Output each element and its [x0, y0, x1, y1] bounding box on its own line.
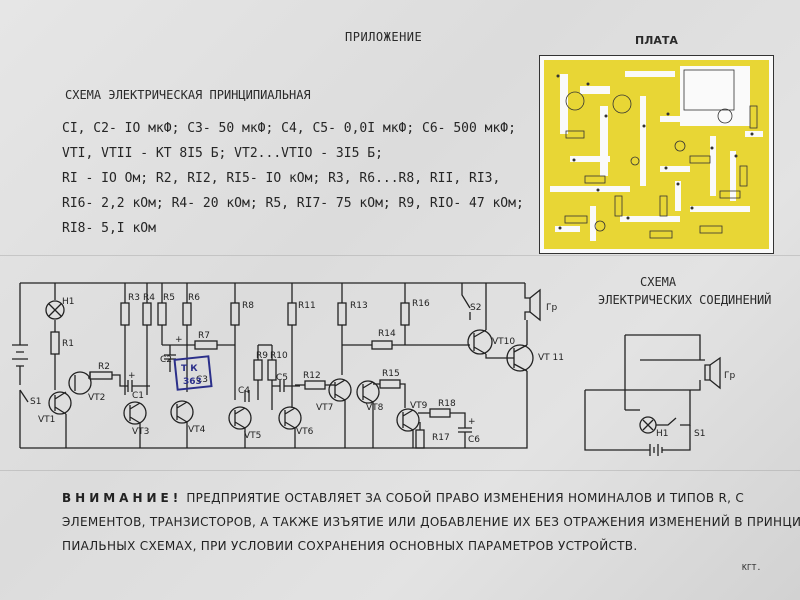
label-r15: R15: [382, 369, 400, 379]
spec-line-resistors-3: RI8- 5,I кОм: [62, 221, 156, 236]
label-vt9: VT9: [410, 401, 428, 411]
label-vt1: VT1: [38, 415, 55, 425]
label-r11: R11: [298, 301, 316, 311]
conn-label-speaker: Гр: [724, 371, 735, 381]
label-s2: S2: [470, 303, 481, 313]
pcb-drawing: [544, 60, 769, 249]
label-vt6: VT6: [296, 427, 314, 437]
label-r18: R18: [438, 399, 456, 409]
label-vt5: VT5: [244, 431, 261, 441]
label-s1: S1: [30, 397, 41, 407]
stamp-line-1: Т К: [181, 364, 198, 374]
paper-fold: [0, 470, 800, 471]
spec-line-resistors-1: RI - IO Ом; R2, RI2, RI5- IO кОм; R3, R6…: [62, 171, 501, 186]
spec-line-capacitors: CI, C2- IO мкФ; C3- 50 мкФ; C4, C5- 0,0I…: [62, 121, 516, 136]
stamp-line-2: 363: [183, 377, 202, 387]
label-c5: C5: [276, 373, 288, 383]
label-speaker: Гр: [546, 303, 557, 313]
label-r9: R9: [256, 351, 268, 361]
label-vt7: VT7: [316, 403, 333, 413]
label-r3: R3: [128, 293, 140, 303]
label-r5: R5: [163, 293, 175, 303]
warning-line-1-rest: ПРЕДПРИЯТИЕ ОСТАВЛЯЕТ ЗА СОБОЙ ПРАВО ИЗМ…: [186, 491, 745, 505]
document-code: КГТ.: [742, 563, 762, 572]
label-vt11: VT 11: [538, 353, 564, 363]
label-c4: C4: [238, 386, 250, 396]
label-r17: R17: [432, 433, 450, 443]
board-title: ПЛАТА: [635, 34, 678, 47]
label-c3: C3: [196, 375, 208, 385]
inspection-stamp: Т К 363: [173, 355, 213, 391]
label-r4: R4: [143, 293, 155, 303]
warning-line-3: ПИАЛЬНЫХ СХЕМАХ, ПРИ УСЛОВИИ СОХРАНЕНИЯ …: [62, 539, 638, 553]
conn-label-h1: H1: [656, 429, 669, 439]
pcb-board-image: [539, 55, 774, 254]
label-r7: R7: [198, 331, 210, 341]
label-c2: C2: [160, 355, 172, 365]
label-r16: R16: [412, 299, 430, 309]
spec-line-transistors: VTI, VTII - КТ 8I5 Б; VT2...VTIO - 3I5 Б…: [62, 146, 383, 161]
label-r10: R10: [270, 351, 288, 361]
label-plus-c1: +: [128, 371, 136, 381]
appendix-title: ПРИЛОЖЕНИЕ: [345, 30, 423, 44]
label-vt4: VT4: [188, 425, 206, 435]
conn-label-s1: S1: [694, 429, 705, 439]
label-r6: R6: [188, 293, 200, 303]
label-h1: H1: [62, 297, 75, 307]
connection-diagram: [584, 334, 721, 456]
label-r13: R13: [350, 301, 368, 311]
warning-line-2: ЭЛЕМЕНТОВ, ТРАНЗИСТОРОВ, А ТАКЖЕ ИЗЪЯТИЕ…: [62, 515, 800, 529]
connections-title-2: ЭЛЕКТРИЧЕСКИХ СОЕДИНЕНИЙ: [598, 293, 772, 307]
warning-notice: ВНИМАНИЕ! ПРЕДПРИЯТИЕ ОСТАВЛЯЕТ ЗА СОБОЙ…: [62, 486, 800, 558]
label-r14: R14: [378, 329, 396, 339]
schematic-title: СХЕМА ЭЛЕКТРИЧЕСКАЯ ПРИНЦИПИАЛЬНАЯ: [65, 88, 311, 102]
label-plus-c2: +: [175, 335, 183, 345]
paper-fold: [0, 255, 800, 256]
component-list: CI, C2- IO мкФ; C3- 50 мкФ; C4, C5- 0,0I…: [62, 116, 524, 241]
label-vt8: VT8: [366, 403, 384, 413]
warning-line-1: ВНИМАНИЕ! ПРЕДПРИЯТИЕ ОСТАВЛЯЕТ ЗА СОБОЙ…: [62, 486, 800, 510]
label-vt3: VT3: [132, 427, 149, 437]
label-vt10: VT10: [492, 337, 515, 347]
label-r2: R2: [98, 362, 110, 372]
label-r1: R1: [62, 339, 74, 349]
label-c6: C6: [468, 435, 480, 445]
label-vt2: VT2: [88, 393, 105, 403]
warning-head: ВНИМАНИЕ!: [62, 491, 183, 505]
connections-title-1: СХЕМА: [640, 275, 677, 289]
label-r12: R12: [303, 371, 321, 381]
label-c1: C1: [132, 391, 144, 401]
spec-line-resistors-2: RI6- 2,2 кОм; R4- 20 кОм; R5, RI7- 75 кО…: [62, 196, 524, 211]
label-r8: R8: [242, 301, 254, 311]
label-plus-c6: +: [468, 417, 476, 427]
